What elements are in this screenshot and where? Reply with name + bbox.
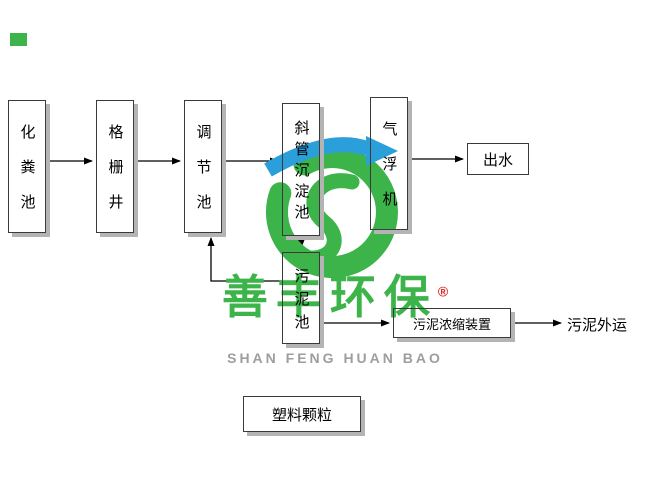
box-label: 气浮机 [380,121,398,226]
logo-arrowhead-icon [366,136,398,166]
box-label: 调节池 [194,124,212,229]
box-sludge-tank: 污泥池 [282,252,320,344]
watermark-subtitle: SHAN FENG HUAN BAO [227,350,443,366]
box-septic-tank: 化粪池 [8,100,46,233]
box-grid-well: 格栅井 [96,100,134,233]
box-label: 化粪池 [18,124,36,229]
box-label: 格栅井 [106,124,124,229]
box-plastic-granules: 塑料颗粒 [243,396,361,432]
box-sludge-thickening-unit: 污泥浓缩装置 [393,308,511,338]
box-label: 污泥浓缩装置 [412,316,491,332]
logo-swirl-hook-icon [300,173,360,266]
logo-swirl-icon [265,146,398,279]
box-label: 斜管沉淀池 [292,120,310,225]
box-label: 出水 [482,151,513,169]
logo-arrow-icon [264,137,371,177]
registered-trademark-icon: ® [437,283,449,300]
watermark-brand-name: 善丰环保 [221,271,438,323]
box-inclined-tube-sedimentation-tank: 斜管沉淀池 [282,103,320,236]
box-regulating-tank: 调节池 [184,100,222,233]
arrow-sludge-return-to-regulating [207,237,282,282]
box-effluent: 出水 [467,143,529,175]
box-label: 污泥池 [292,267,310,337]
green-corner-mark-icon [10,33,27,46]
sludge-transport-out-label: 污泥外运 [567,317,628,334]
box-label: 塑料颗粒 [271,406,332,424]
watermark-brand-text: 善丰环保® [205,272,465,323]
box-air-flotation-machine: 气浮机 [370,97,408,230]
